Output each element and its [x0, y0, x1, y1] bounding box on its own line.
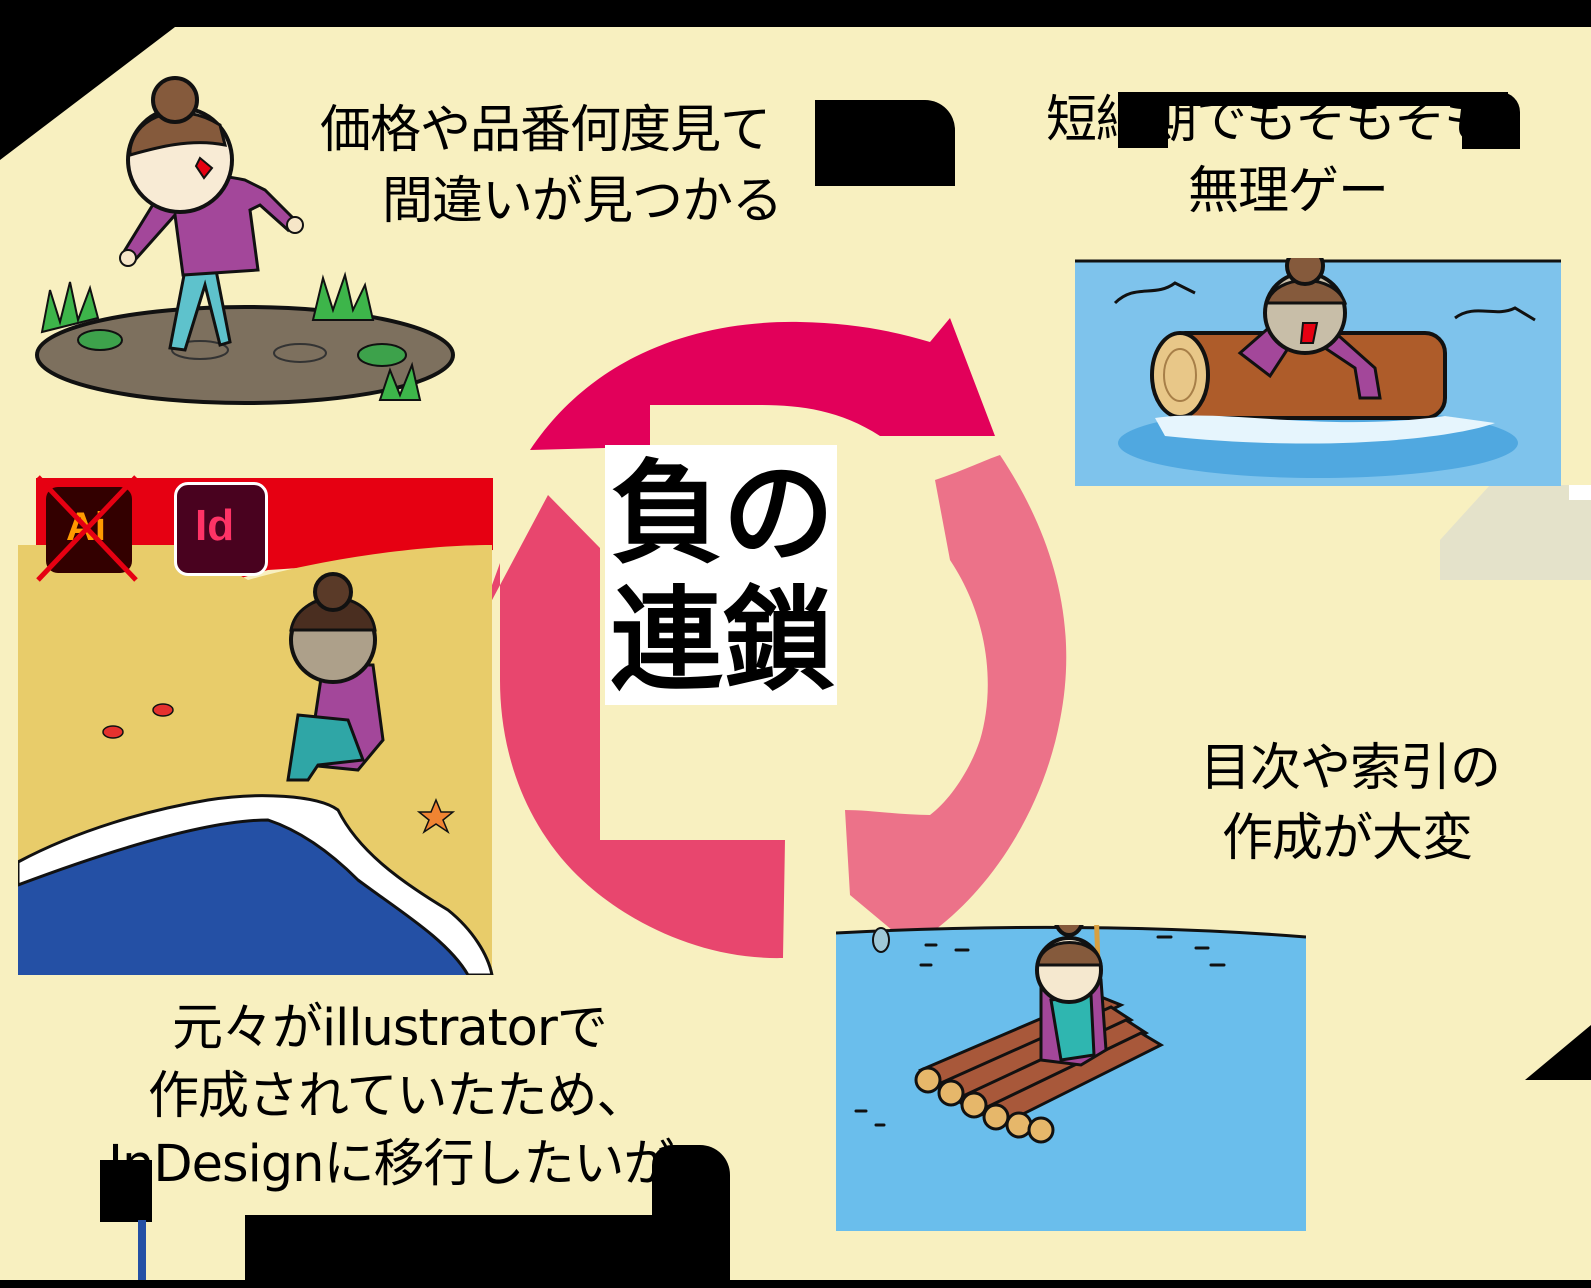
caption-raft-line-1: 目次や索引の — [1200, 739, 1501, 798]
arrow-right — [845, 455, 1067, 980]
arrow-left — [475, 495, 785, 959]
caption-box-beach — [93, 986, 733, 1206]
beach-scene — [18, 478, 494, 975]
title-line-1: 負の — [610, 449, 835, 579]
black-blot — [815, 100, 955, 186]
caption-swamp-line-2: 間違いが見つかる — [382, 172, 783, 231]
raft-scene — [836, 925, 1306, 1231]
log-scene — [1075, 258, 1561, 486]
indesign-icon: Id — [174, 482, 268, 576]
caption-beach-line-1: 元々がillustratorで — [172, 999, 608, 1058]
black-blot — [1118, 92, 1508, 106]
sea-edge — [138, 1220, 146, 1280]
black-blot — [652, 1145, 730, 1215]
title-box — [605, 445, 837, 705]
mud-pool — [35, 305, 455, 405]
swamp-scene — [35, 76, 455, 405]
black-blot — [100, 1160, 152, 1222]
black-blot — [1118, 92, 1168, 148]
caption-beach-line-2: 作成されていたため、 — [148, 1067, 647, 1126]
title-line-2: 連鎖 — [610, 576, 835, 706]
black-blot — [1462, 92, 1520, 149]
black-blot — [245, 1215, 730, 1280]
caption-raft-line-2: 作成が大変 — [1222, 809, 1473, 868]
caption-swamp-line-1: 価格や品番何度見て — [320, 101, 771, 160]
bottom-border — [0, 1280, 1591, 1288]
caption-beach-line-3: InDesignに移行したいが — [108, 1135, 674, 1194]
arrow-top — [530, 318, 995, 455]
caption-log-line-2: 無理ゲー — [1188, 162, 1389, 221]
cross-out-icon — [36, 475, 138, 582]
